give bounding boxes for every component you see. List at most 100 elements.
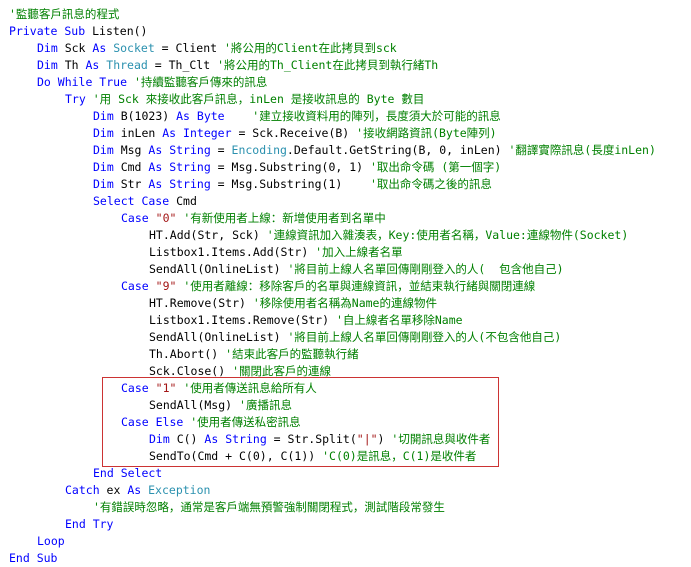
code-text: Sck	[57, 41, 93, 55]
keyword: End Try	[65, 517, 114, 531]
code-line: End Select	[93, 465, 162, 482]
keyword: As	[148, 160, 163, 174]
code-text	[149, 211, 156, 225]
code-text: = Msg.Substring(0, 1)	[210, 160, 370, 174]
code-text: SendTo(Cmd + C(0), C(1))	[149, 449, 323, 463]
code-line: Case Else '使用者傳送私密訊息	[121, 414, 301, 431]
code-text: HT.Add(Str, Sck)	[149, 228, 267, 242]
keyword: Case	[121, 381, 149, 395]
string-literal: "|"	[356, 432, 378, 446]
keyword: Byte	[196, 109, 225, 123]
code-text: Cmd	[169, 194, 197, 208]
code-line: Do While True '持續監聽客戶傳來的訊息	[37, 74, 267, 91]
code-text: inLen	[113, 126, 163, 140]
keyword: Dim	[93, 177, 114, 191]
comment: '將公用的Client在此拷貝到sck	[224, 41, 397, 55]
comment: '加入上線者名單	[315, 245, 403, 259]
type-name: Socket	[113, 41, 155, 55]
keyword: End Select	[93, 466, 163, 480]
keyword: Case Else	[121, 415, 184, 429]
keyword: Dim	[93, 126, 114, 140]
keyword: Dim	[93, 109, 114, 123]
code-line: Case "9" '使用者離線：移除客戶的名單與連線資訊，並結束執行緒與關閉連線	[121, 278, 535, 295]
keyword: Dim	[93, 143, 114, 157]
code-text	[149, 381, 156, 395]
comment: '使用者離線：移除客戶的名單與連線資訊，並結束執行緒與關閉連線	[183, 279, 536, 293]
code-text: HT.Remove(Str)	[149, 296, 253, 310]
code-line: Case "0" '有新使用者上線：新增使用者到名單中	[121, 210, 386, 227]
keyword: As	[127, 483, 142, 497]
keyword: String	[169, 177, 211, 191]
type-name: Exception	[148, 483, 211, 497]
code-text: = Client	[154, 41, 224, 55]
code-text: B(1023)	[113, 109, 177, 123]
code-line: SendAll(OnlineList) '將目前上線人名單回傳剛剛登入的人( 包…	[149, 261, 564, 278]
string-literal: "9"	[155, 279, 177, 293]
code-text: Th.Abort()	[149, 347, 226, 361]
code-line: Case "1" '使用者傳送訊息給所有人	[121, 380, 317, 397]
code-line: Th.Abort() '結束此客戶的監聽執行緒	[149, 346, 359, 363]
keyword: Integer	[183, 126, 232, 140]
code-text: = Msg.Substring(1)	[210, 177, 370, 191]
keyword: As	[176, 109, 190, 123]
code-text	[225, 109, 253, 123]
code-line: HT.Remove(Str) '移除使用者名稱為Name的連線物件	[149, 295, 437, 312]
comment: '關閉此客戶的連線	[232, 364, 332, 378]
comment: 'C(0)是訊息，C(1)是收件者	[322, 449, 477, 463]
comment: '用 Sck 來接收此客戶訊息，inLen 是接收訊息的 Byte 數目	[92, 92, 425, 106]
code-line: Dim Msg As String = Encoding.Default.Get…	[93, 142, 656, 159]
string-literal: "0"	[155, 211, 177, 225]
code-line: Listbox1.Items.Remove(Str) '自上線者名單移除Name	[149, 312, 463, 329]
code-line: Dim B(1023) As Byte '建立接收資料用的陣列，長度須大於可能的…	[93, 108, 501, 125]
code-text: Listbox1.Items.Add(Str)	[149, 245, 316, 259]
code-line: SendAll(Msg) '廣播訊息	[149, 397, 292, 414]
code-text: )	[377, 432, 392, 446]
code-line: Dim C() As String = Str.Split("|") '切開訊息…	[149, 431, 490, 448]
keyword: Loop	[37, 534, 65, 548]
comment: '將目前上線人名單回傳剛剛登入的人(不包含他自己)	[287, 330, 562, 344]
code-text: = Th_Clt	[147, 58, 218, 72]
code-text: C()	[169, 432, 205, 446]
code-text: =	[210, 143, 232, 157]
keyword: Dim	[37, 41, 58, 55]
code-line: Dim Th As Thread = Th_Clt '將公用的Th_Client…	[37, 57, 438, 74]
code-line: SendAll(OnlineList) '將目前上線人名單回傳剛剛登入的人(不包…	[149, 329, 561, 346]
keyword: Dim	[93, 160, 114, 174]
keyword: As	[92, 41, 107, 55]
keyword: String	[169, 160, 211, 174]
comment: '使用者傳送私密訊息	[190, 415, 301, 429]
code-line: Catch ex As Exception	[65, 482, 210, 499]
code-line: '有錯誤時忽略，通常是客戶端無預警強制關閉程式，測試階段常發生	[93, 499, 445, 516]
code-line: SendTo(Cmd + C(0), C(1)) 'C(0)是訊息，C(1)是收…	[149, 448, 476, 465]
code-text: Str	[113, 177, 149, 191]
comment: '接收網路資訊(Byte陣列)	[356, 126, 497, 140]
keyword: End Sub	[9, 551, 58, 565]
code-text: Msg	[113, 143, 149, 157]
keyword: Select Case	[93, 194, 170, 208]
comment: '將目前上線人名單回傳剛剛登入的人( 包含他自己)	[287, 262, 564, 276]
code-line: Dim Sck As Socket = Client '將公用的Client在此…	[37, 40, 397, 57]
type-name: Thread	[106, 58, 148, 72]
keyword: As	[148, 177, 163, 191]
code-text: SendAll(OnlineList)	[149, 262, 288, 276]
code-line: Sck.Close() '關閉此客戶的連線	[149, 363, 331, 380]
keyword: Case	[121, 211, 149, 225]
code-line: Private Sub Listen()	[9, 23, 147, 40]
comment: '將公用的Th_Client在此拷貝到執行緒Th	[217, 58, 439, 72]
comment: '翻譯實際訊息(長度inLen)	[508, 143, 656, 157]
code-text: = Str.Split(	[266, 432, 357, 446]
code-text: Listbox1.Items.Remove(Str)	[149, 313, 336, 327]
comment: '結束此客戶的監聽執行緒	[225, 347, 359, 361]
code-line: Loop	[37, 533, 65, 550]
code-text: Sck.Close()	[149, 364, 233, 378]
code-text: Th	[57, 58, 86, 72]
comment: '有錯誤時忽略，通常是客戶端無預警強制關閉程式，測試階段常發生	[93, 500, 445, 514]
comment: '自上線者名單移除Name	[335, 313, 463, 327]
comment: '監聽客戶訊息的程式	[9, 7, 120, 21]
comment: '取出命令碼 (第一個字)	[370, 160, 502, 174]
comment: '取出命令碼之後的訊息	[370, 177, 492, 191]
comment: '持續監聽客戶傳來的訊息	[133, 75, 268, 89]
comment: '廣播訊息	[239, 398, 292, 412]
code-line: Select Case Cmd	[93, 193, 197, 210]
